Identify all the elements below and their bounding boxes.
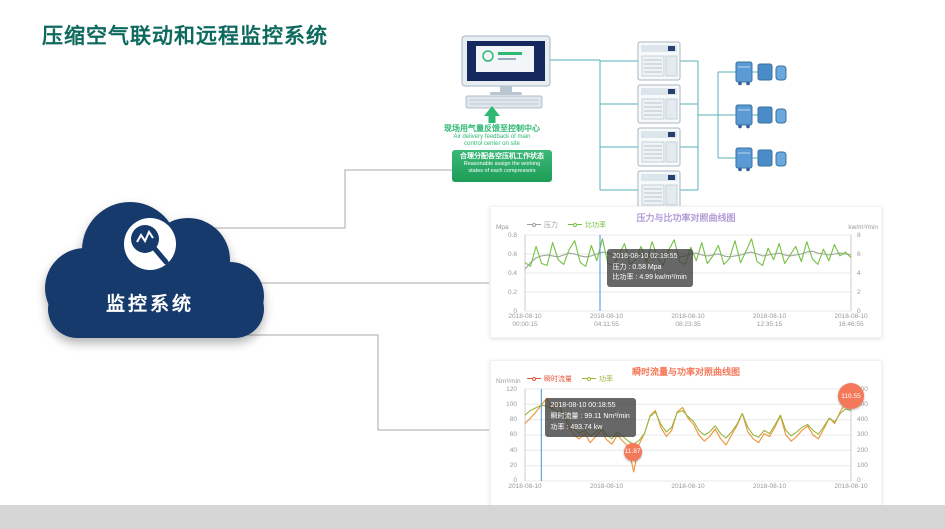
bottom-bar [0,505,945,529]
feedback-label-en1: Air delivery feedback of main [453,133,531,140]
system-diagram [461,35,787,210]
value-badge: 11.87 [623,442,642,461]
legend-item[interactable]: 瞬时流量 [527,374,572,384]
assign-box-en2: states of each compressors [468,167,536,174]
chart-title: 压力与比功率对照曲线图 [636,213,736,223]
chart-title: 瞬时流量与功率对照曲线图 [631,367,740,377]
legend-item[interactable]: 压力 [527,220,558,230]
assign-box-cn: 合理分配各空压机工作状态 [460,153,544,160]
feedback-label: 现场用气量反馈至控制中心 Air delivery feedback of ma… [418,124,566,148]
y-axis-unit-right: kw/m³/min [848,224,878,231]
monitoring-cloud [45,202,264,338]
up-arrow-icon [484,106,500,123]
air-equipment-row-1 [735,61,787,86]
chart-legend[interactable]: 压力比功率 [527,212,616,230]
compressor-unit-2 [637,84,681,124]
value-badge: 110.55 [838,383,864,410]
assign-box: 合理分配各空压机工作状态 Reasonable assign the worki… [452,150,552,182]
compressor-unit-3 [637,127,681,167]
compressor-unit-4 [637,170,681,210]
magnifier-chart-icon [124,218,176,270]
pipe-lines [550,59,736,191]
chart-legend[interactable]: 瞬时流量功率 [527,366,623,384]
feedback-label-cn: 现场用气量反馈至控制中心 [444,124,540,133]
feedback-label-en2: control center on site [464,140,520,147]
assign-box-en1: Reasonable assign the working [463,161,541,168]
air-equipment-row-3 [735,147,787,172]
air-equipment-row-2 [735,104,787,129]
y-axis-unit-left: Nm³/min [496,378,521,385]
cloud-label: 监控系统 [105,294,194,315]
page-title: 压缩空气联动和远程监控系统 [42,25,328,48]
compressor-unit-1 [637,41,681,81]
legend-item[interactable]: 功率 [582,374,613,384]
legend-item[interactable]: 比功率 [568,220,606,230]
y-axis-unit-left: Mpa [496,224,509,231]
control-pc-icon [461,35,551,109]
